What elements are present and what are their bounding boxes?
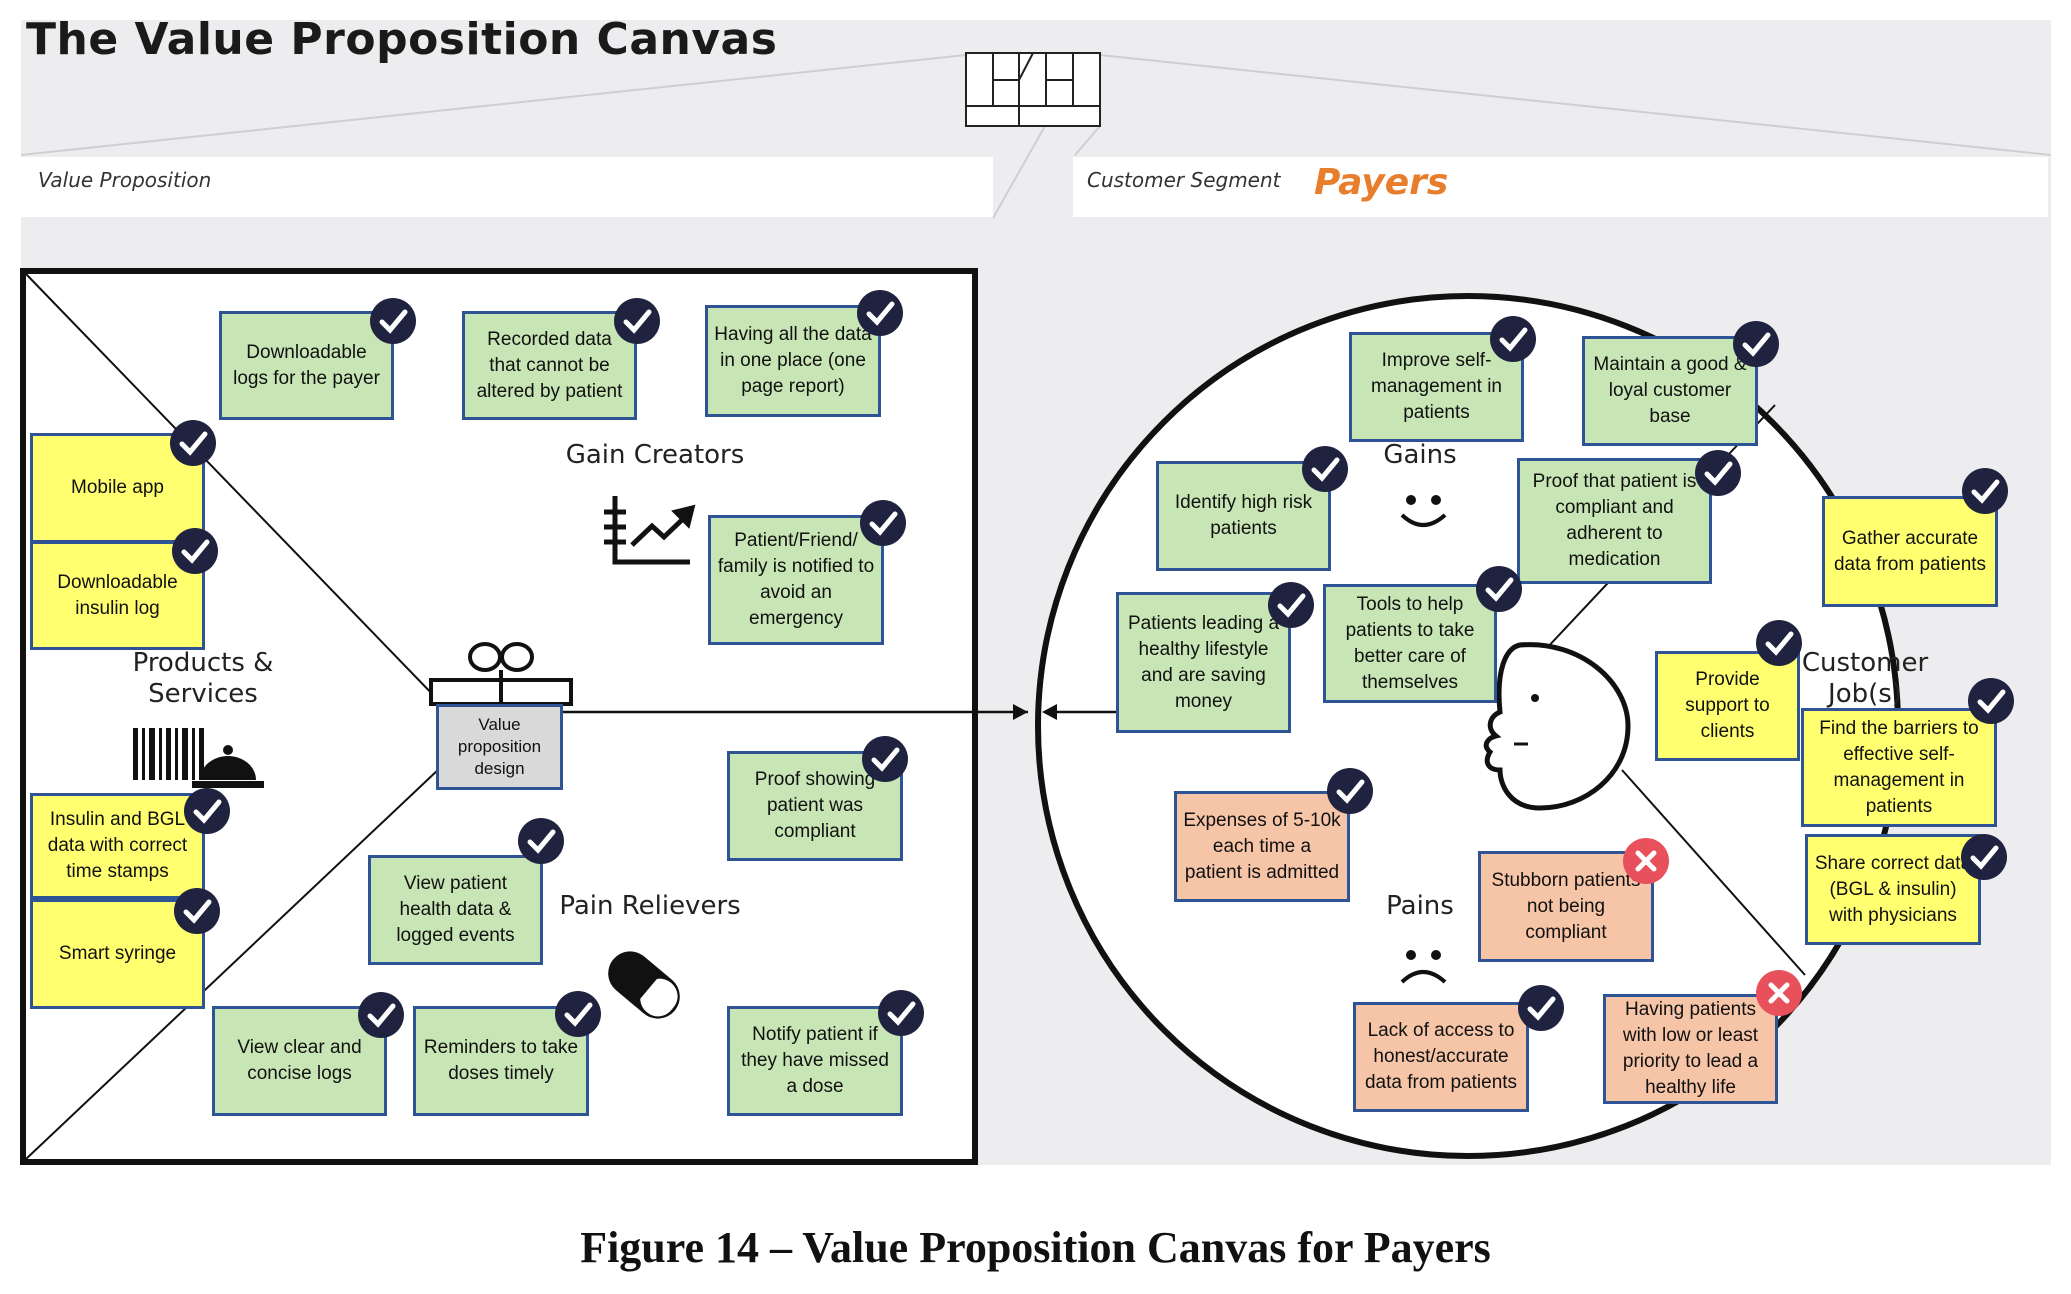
check-circle-icon xyxy=(1962,468,2008,514)
value-proposition-label: Value Proposition xyxy=(38,168,212,192)
products-services-title: Products & Services xyxy=(132,648,274,709)
gain-note: Maintain a good & loyal customer base xyxy=(1582,336,1758,446)
check-circle-icon xyxy=(1968,678,2014,724)
check-circle-icon xyxy=(1518,985,1564,1031)
check-circle-icon xyxy=(370,298,416,344)
check-circle-icon xyxy=(878,990,924,1036)
cross-circle-icon xyxy=(1756,970,1802,1016)
check-circle-icon xyxy=(172,528,218,574)
growth-chart-icon xyxy=(604,496,696,565)
pain-note: Stubborn patients not being compliant xyxy=(1478,851,1654,962)
check-circle-icon xyxy=(184,788,230,834)
pain-reliever-note: Notify patient if they have missed a dos… xyxy=(727,1006,903,1116)
pain-note: Having patients with low or least priori… xyxy=(1603,994,1778,1104)
check-circle-icon xyxy=(555,991,601,1037)
check-circle-icon xyxy=(174,888,220,934)
check-circle-icon xyxy=(1756,620,1802,666)
check-circle-icon xyxy=(518,818,564,864)
pain-reliever-note: Proof showing patient was compliant xyxy=(727,751,903,861)
customer-segment-value: Payers xyxy=(1314,162,1449,203)
check-circle-icon xyxy=(1490,316,1536,362)
value-proposition-design-box: Value proposition design xyxy=(436,704,563,790)
figure-caption: Figure 14 – Value Proposition Canvas for… xyxy=(580,1223,1491,1272)
pains-title: Pains xyxy=(1386,891,1454,921)
product-service-note: Mobile app xyxy=(30,433,205,543)
customer-job-note: Gather accurate data from patients xyxy=(1822,496,1998,607)
check-circle-icon xyxy=(1961,834,2007,880)
pill-icon xyxy=(608,951,680,1019)
gain-creator-note: Patient/Friend/ family is notified to av… xyxy=(708,515,884,645)
customer-job-note: Share correct data (BGL & insulin) with … xyxy=(1805,834,1981,945)
gain-creator-note: Downloadable logs for the payer xyxy=(219,311,394,420)
mini-canvas-icon xyxy=(965,52,1101,127)
check-circle-icon xyxy=(614,298,660,344)
barcode-service-icon xyxy=(133,728,264,788)
product-service-note: Insulin and BGL data with correct time s… xyxy=(30,793,205,899)
check-circle-icon xyxy=(862,736,908,782)
check-circle-icon xyxy=(1733,321,1779,367)
customer-head-icon xyxy=(1483,642,1631,811)
check-circle-icon xyxy=(170,420,216,466)
pain-note: Expenses of 5-10k each time a patient is… xyxy=(1174,791,1350,902)
sad-face-icon xyxy=(1400,950,1447,984)
pain-reliever-note: View clear and concise logs xyxy=(212,1006,387,1116)
check-circle-icon xyxy=(1302,446,1348,492)
value-proposition-strip xyxy=(21,157,993,217)
gain-creator-note: Having all the data in one place (one pa… xyxy=(705,305,881,417)
gain-note: Patients leading a healthy lifestyle and… xyxy=(1116,592,1291,733)
check-circle-icon xyxy=(1695,450,1741,496)
gain-note: Tools to help patients to take better ca… xyxy=(1323,584,1497,703)
customer-jobs-title: Customer Job(s) xyxy=(1801,648,1929,709)
check-circle-icon xyxy=(1268,582,1314,628)
check-circle-icon xyxy=(358,992,404,1038)
check-circle-icon xyxy=(1476,566,1522,612)
gain-note: Proof that patient is compliant and adhe… xyxy=(1517,458,1712,584)
check-circle-icon xyxy=(857,290,903,336)
page-title: The Value Proposition Canvas xyxy=(26,14,778,65)
customer-segment-strip xyxy=(1073,157,2048,217)
gain-creator-note: Recorded data that cannot be altered by … xyxy=(462,311,637,420)
pain-reliever-note: View patient health data & logged events xyxy=(368,855,543,965)
check-circle-icon xyxy=(860,500,906,546)
pain-relievers-title: Pain Relievers xyxy=(559,891,741,921)
customer-job-note: Find the barriers to effective self-mana… xyxy=(1801,708,1997,827)
happy-face-icon xyxy=(1400,495,1447,527)
customer-job-note: Provide support to clients xyxy=(1655,651,1800,761)
gain-note: Identify high risk patients xyxy=(1156,461,1331,571)
check-circle-icon xyxy=(1327,768,1373,814)
pain-note: Lack of access to honest/accurate data f… xyxy=(1353,1002,1529,1112)
cross-circle-icon xyxy=(1623,838,1669,884)
gain-creators-title: Gain Creators xyxy=(565,440,745,470)
gains-title: Gains xyxy=(1383,440,1457,470)
customer-segment-label: Customer Segment xyxy=(1087,168,1281,192)
